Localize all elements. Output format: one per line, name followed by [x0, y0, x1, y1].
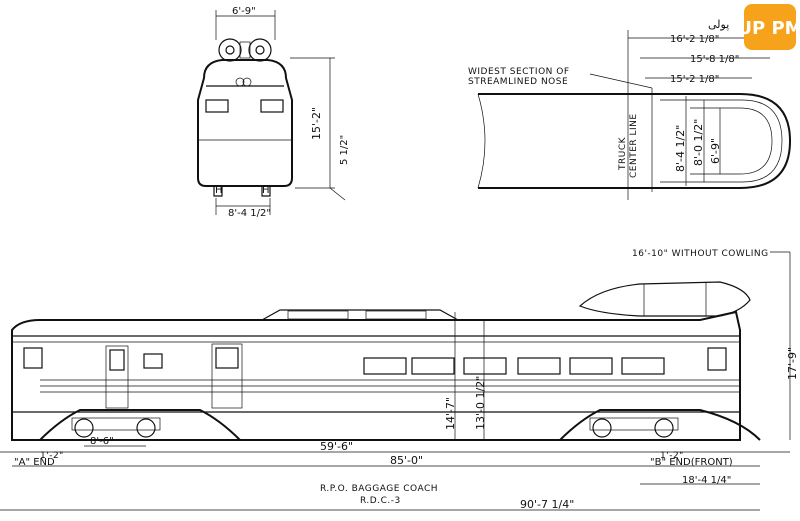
nose-plan-view: 16'-2 1/8" 15'-8 1/8" 15'-2 1/8" WIDEST …: [468, 30, 792, 200]
coach-model: R.D.C.-3: [360, 496, 401, 506]
front-view: 6'-9" H H 8'-4 1/2" 15'-2" 5 1/2": [197, 6, 350, 219]
nose-length: 18'-4 1/4": [682, 475, 731, 486]
height-2: 13'-0 1/2": [474, 376, 487, 430]
small-dim-a: 1'-2": [40, 451, 64, 461]
a-end: "A" END: [14, 457, 55, 468]
nose-dim-3: 15'-2 1/8": [670, 74, 719, 85]
truck-label-2: CENTER LINE: [629, 113, 639, 178]
coach-title: R.P.O. BAGGAGE COACH: [320, 484, 438, 494]
nose-dim-2: 15'-8 1/8": [690, 54, 739, 65]
small-dim-b: 1'-2": [660, 451, 684, 461]
height-1: 14'-7": [444, 397, 457, 430]
nose-callout-line1: WIDEST SECTION OF: [468, 67, 570, 77]
nose-width-3: 6'-9": [709, 138, 722, 164]
watermark-script: پولی: [708, 18, 729, 31]
nose-width-2: 8'-0 1/2": [692, 119, 705, 166]
truck-centers: 59'-6": [320, 440, 353, 453]
up-pm-logo-icon: UP PM: [744, 4, 796, 50]
watermark: پولی: [708, 18, 729, 31]
front-truck-left-label: H: [215, 185, 223, 196]
front-truck-right-label: H: [262, 185, 270, 196]
watermark-brand: UP PM: [744, 18, 796, 39]
nose-callout-line2: STREAMLINED NOSE: [468, 77, 568, 87]
overall-length: 90'-7 1/4": [520, 498, 574, 511]
front-width-base: 8'-4 1/2": [228, 208, 271, 219]
cowling-note: 16'-10" WITHOUT COWLING: [632, 249, 769, 259]
total-height: 17'-9": [786, 347, 799, 380]
truck-label-1: TRUCK: [618, 136, 628, 171]
front-height: 15'-2": [310, 107, 323, 140]
front-width-top: 6'-9": [232, 6, 256, 17]
side-view: 16'-10" WITHOUT COWLING: [0, 249, 799, 511]
body-length: 85'-0": [390, 454, 423, 467]
truck-spacing: 8'-6": [90, 436, 114, 447]
b-end: "B" END(FRONT): [650, 457, 733, 468]
front-step: 5 1/2": [339, 135, 350, 165]
nose-width-1: 8'-4 1/2": [674, 125, 687, 172]
nose-dim-1: 16'-2 1/8": [670, 34, 719, 45]
